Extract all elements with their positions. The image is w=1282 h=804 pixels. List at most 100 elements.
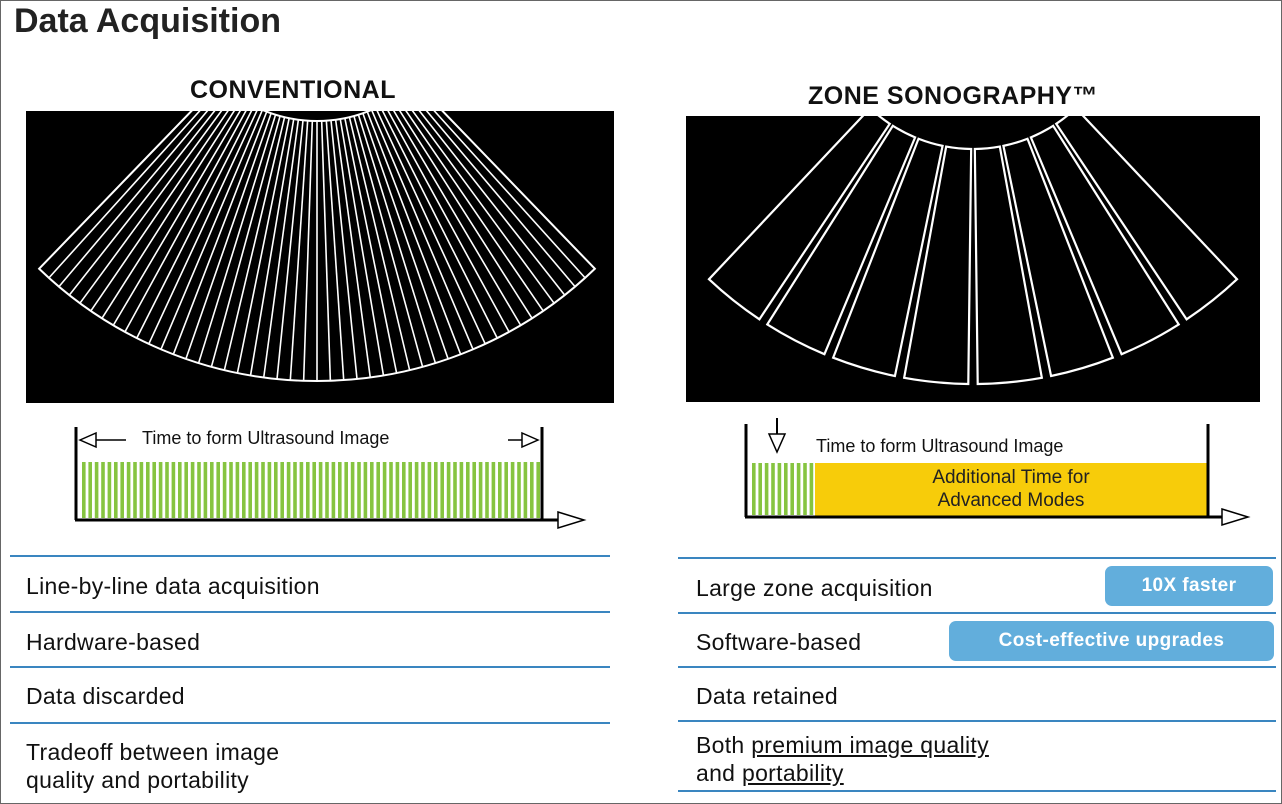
- scan-line: [302, 120, 314, 381]
- scan-line: [425, 111, 576, 288]
- divider: [678, 666, 1276, 668]
- scan-line: [58, 111, 209, 288]
- additional-time-label: Additional Time for Advanced Modes: [815, 466, 1207, 512]
- acquisition-bar: [809, 463, 814, 515]
- acquisition-bar: [472, 462, 476, 518]
- zone-sector: [707, 116, 892, 321]
- acquisition-bar: [286, 462, 291, 518]
- zone-timeline-label: Time to form Ultrasound Image: [816, 436, 1064, 456]
- zone-start-arrow: [767, 418, 787, 454]
- acquisition-bar: [363, 462, 368, 518]
- acquisition-bar: [421, 462, 425, 518]
- acquisition-bar: [171, 462, 176, 518]
- scan-line: [339, 118, 385, 376]
- acquisition-bar: [427, 462, 432, 518]
- acquisition-bar: [453, 462, 457, 518]
- divider: [678, 790, 1276, 792]
- divider: [678, 557, 1276, 559]
- scan-line: [210, 115, 281, 368]
- zone-row-4-premium: premium image quality: [751, 732, 989, 758]
- scan-line: [387, 111, 510, 333]
- zone-row-3: Data retained: [696, 683, 838, 709]
- scan-line: [376, 111, 486, 345]
- zone-row-1: Large zone acquisition: [696, 575, 933, 601]
- acquisition-bar: [107, 462, 112, 518]
- acquisition-bar: [267, 462, 272, 518]
- scan-line: [330, 120, 358, 380]
- duration-right-arrow: [508, 431, 540, 449]
- scan-line: [398, 111, 533, 319]
- scan-line: [325, 120, 345, 381]
- scan-line: [357, 114, 437, 364]
- acquisition-bar: [210, 462, 214, 518]
- conventional-timeline-diagram: [74, 427, 587, 530]
- zone-sector: [973, 145, 1044, 386]
- acquisition-bar: [344, 462, 348, 518]
- conventional-heading: CONVENTIONAL: [190, 76, 396, 104]
- timeline-arrow-head: [557, 510, 587, 530]
- conventional-timeline: Time to form Ultrasound Image: [60, 420, 600, 530]
- conventional-row-3: Data discarded: [26, 683, 185, 709]
- scan-line: [289, 120, 309, 381]
- acquisition-bar: [312, 462, 316, 518]
- scan-line: [366, 111, 462, 355]
- acquisition-bar: [293, 462, 297, 518]
- scan-line: [433, 111, 586, 279]
- scan-line: [441, 111, 596, 270]
- scan-line: [249, 118, 295, 376]
- acquisition-bar: [82, 462, 86, 518]
- scan-line: [101, 111, 236, 319]
- acquisition-bar: [325, 462, 329, 518]
- additional-time-line1: Additional Time for: [932, 467, 1090, 488]
- conventional-fan-diagram: [37, 111, 597, 382]
- scan-line: [48, 111, 201, 279]
- acquisition-bar: [504, 462, 508, 518]
- zone-row-4-both: Both: [696, 732, 745, 758]
- acquisition-bar: [478, 462, 483, 518]
- scan-line: [136, 111, 253, 339]
- scan-line: [276, 120, 304, 380]
- scan-line: [160, 111, 263, 350]
- zone-timeline-diagram: [744, 418, 1251, 527]
- acquisition-bar: [485, 462, 489, 518]
- acquisition-bar: [165, 462, 169, 518]
- zone-row-4-portability: portability: [741, 760, 844, 786]
- acquisition-bar: [357, 462, 361, 518]
- zone-timeline: Time to form Ultrasound Image Additional…: [730, 410, 1270, 530]
- acquisition-bar: [790, 463, 794, 515]
- divider: [678, 612, 1276, 614]
- acquisition-bar: [152, 462, 156, 518]
- zone-row-2: Software-based: [696, 629, 862, 655]
- acquisition-bar: [235, 462, 240, 518]
- acquisition-bar: [158, 462, 163, 518]
- upgrades-badge: Cost-effective upgrades: [949, 621, 1274, 661]
- acquisition-bar: [402, 462, 406, 518]
- scan-line: [172, 111, 268, 355]
- zone-sector: [1029, 124, 1181, 356]
- acquisition-bar: [88, 462, 92, 518]
- scan-line: [320, 120, 332, 381]
- acquisition-bar: [146, 462, 150, 518]
- zone-heading: ZONE SONOGRAPHY™: [808, 82, 1098, 110]
- acquisition-bar: [523, 462, 528, 518]
- acquisition-bar: [274, 462, 278, 518]
- acquisition-bar: [376, 462, 380, 518]
- conventional-row-4-line2: quality and portability: [26, 767, 249, 793]
- acquisition-bar: [94, 462, 99, 518]
- acquisition-bar: [350, 462, 355, 518]
- acquisition-bar: [777, 463, 782, 515]
- additional-time-line2: Advanced Modes: [937, 490, 1085, 511]
- acquisition-bar: [331, 462, 336, 518]
- acquisition-bar: [242, 462, 246, 518]
- acquisition-bar: [530, 462, 534, 518]
- slide-title: Data Acquisition: [14, 2, 281, 40]
- acquisition-bar: [318, 462, 323, 518]
- scan-line: [236, 118, 290, 374]
- divider: [10, 722, 610, 724]
- acquisition-bar: [758, 463, 762, 515]
- scan-line: [38, 111, 193, 270]
- acquisition-bar: [222, 462, 227, 518]
- acquisition-bar: [190, 462, 195, 518]
- scan-line: [262, 119, 300, 378]
- acquisition-bar: [178, 462, 182, 518]
